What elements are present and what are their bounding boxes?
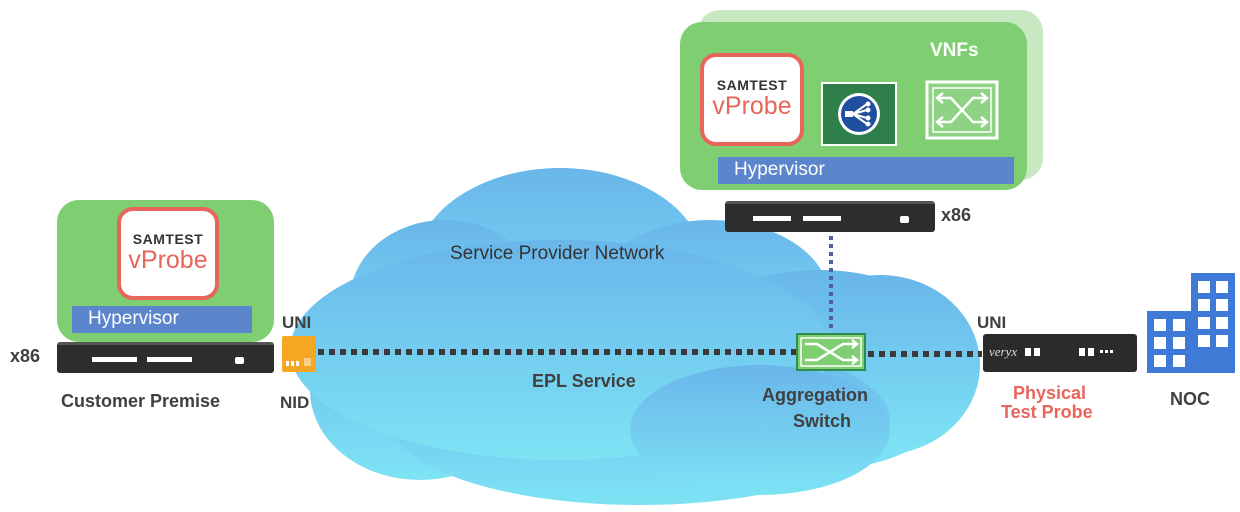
probe-uni-label: UNI [977, 313, 1007, 332]
customer-caption: Customer Premise [61, 391, 221, 411]
aggregation-label-line2: Switch [793, 411, 852, 431]
link-label: EPL Service [532, 371, 636, 391]
customer-vprobe: SAMTEST vProbe [117, 207, 219, 300]
noc-label: NOC [1170, 389, 1210, 409]
aggregation-label-line1: Aggregation [762, 385, 868, 405]
nid-device-icon [282, 336, 316, 372]
vprobe-name: vProbe [128, 246, 208, 274]
vnf-vprobe: SAMTEST vProbe [700, 53, 804, 146]
building-icon [1143, 273, 1239, 373]
customer-hypervisor: Hypervisor [72, 306, 252, 333]
load-balancer-icon [821, 82, 897, 146]
customer-server-label: x86 [10, 346, 41, 366]
vprobe-name: vProbe [712, 92, 792, 120]
virtual-switch-icon [925, 80, 999, 140]
vnf-server-label: x86 [941, 205, 972, 225]
vprobe-brand: SAMTEST [716, 77, 788, 93]
switch-icon [795, 332, 867, 372]
vprobe-brand: SAMTEST [132, 231, 204, 247]
nid-label: NID [280, 393, 310, 412]
nid-uni-label: UNI [282, 313, 312, 332]
physical-probe-device: veryx [983, 334, 1137, 372]
vnf-title: VNFs [930, 40, 979, 61]
probe-label-line1: Physical [1013, 383, 1087, 403]
probe-label-line2: Test Probe [1001, 402, 1093, 422]
vnf-hypervisor: Hypervisor [718, 157, 1014, 184]
probe-brand: veryx [989, 344, 1018, 359]
customer-server [57, 342, 274, 373]
cloud-label: Service Provider Network [450, 243, 665, 264]
vnf-server [725, 201, 935, 232]
